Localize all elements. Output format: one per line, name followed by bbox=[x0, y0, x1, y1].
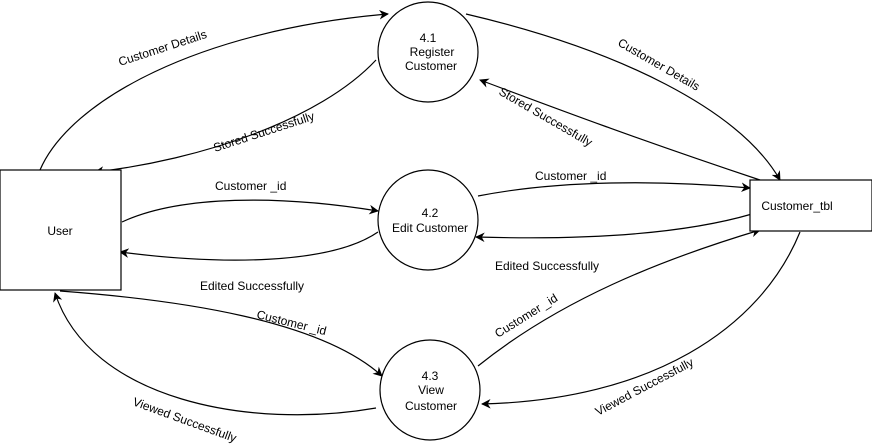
user-entity-label: User bbox=[47, 224, 72, 238]
flow-register-to-store bbox=[465, 13, 781, 181]
flow-user-to-view bbox=[59, 290, 383, 377]
process-4-2-number: 4.2 bbox=[422, 206, 439, 220]
process-4-1-title-line2: Customer bbox=[405, 59, 457, 73]
process-4-3-title-line1: View bbox=[418, 383, 444, 397]
flow-store-to-view bbox=[481, 231, 801, 409]
flow-store-to-register bbox=[479, 78, 761, 181]
label-register-to-user: Stored Successfully bbox=[212, 109, 317, 155]
label-view-to-store: Customer _id bbox=[492, 291, 560, 341]
customer-table-label: Customer_tbl bbox=[761, 199, 832, 213]
label-view-to-user: Viewed Successfully bbox=[131, 395, 238, 445]
flow-store-to-edit bbox=[475, 213, 753, 243]
label-user-to-register: Customer Details bbox=[117, 27, 209, 69]
flow-user-to-edit bbox=[121, 199, 379, 223]
flow-view-to-user bbox=[53, 292, 377, 416]
process-4-1-title-line1: Register bbox=[410, 45, 455, 59]
flow-register-to-user bbox=[94, 59, 377, 176]
flow-view-to-store bbox=[477, 227, 761, 367]
label-edit-to-store: Customer _id bbox=[535, 169, 606, 183]
process-4-3-title-line2: Customer bbox=[405, 399, 457, 413]
process-4-1-number: 4.1 bbox=[420, 31, 437, 45]
process-4-2-title-line1: Edit Customer bbox=[392, 221, 468, 235]
flow-edit-to-user bbox=[119, 231, 379, 261]
label-user-to-view: Customer _id bbox=[255, 307, 328, 338]
flow-user-to-register bbox=[39, 9, 389, 171]
process-4-3-number: 4.3 bbox=[422, 369, 439, 383]
flow-edit-to-store bbox=[477, 182, 751, 197]
process-4-3-circle[interactable] bbox=[379, 339, 481, 441]
label-store-to-edit: Edited Successfully bbox=[495, 259, 599, 273]
process-4-2-circle[interactable] bbox=[377, 169, 479, 271]
label-user-to-edit: Customer _id bbox=[215, 179, 286, 193]
user-entity-box[interactable] bbox=[0, 169, 122, 291]
process-4-1-circle[interactable] bbox=[377, 1, 479, 103]
label-edit-to-user: Edited Successfully bbox=[200, 279, 304, 293]
label-register-to-store: Customer Details bbox=[616, 35, 703, 93]
customer-table-store[interactable] bbox=[749, 179, 872, 232]
